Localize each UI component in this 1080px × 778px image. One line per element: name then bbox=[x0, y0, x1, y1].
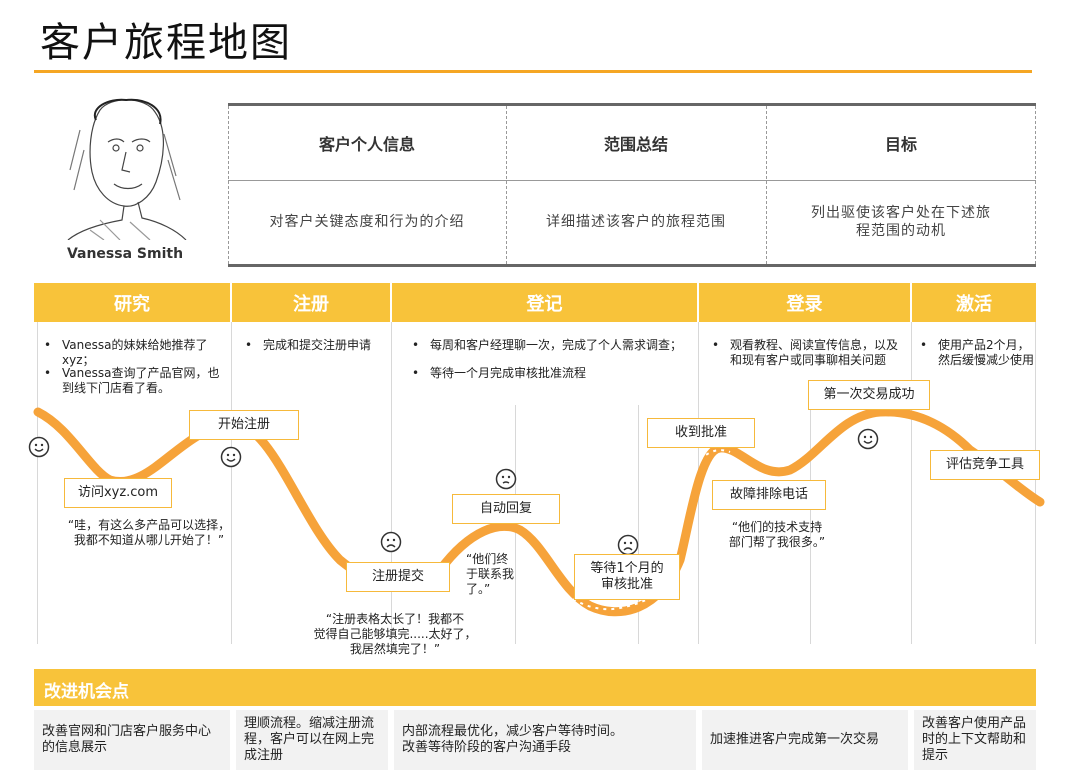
note-login-1: 观看教程、阅读宣传信息，以及 和现有客户或同事聊相关问题 bbox=[712, 338, 910, 368]
note-line: 和现有客户或同事聊相关问题 bbox=[730, 353, 887, 367]
callout-line: 等待1个月的 bbox=[590, 561, 664, 576]
stage-research: 研究 bbox=[34, 283, 230, 322]
column-divider bbox=[228, 106, 229, 264]
note-enroll-1: 每周和客户经理聊一次，完成了个人需求调查； bbox=[412, 338, 695, 353]
quote-line: 于联系我 bbox=[466, 567, 515, 581]
opp-line: 改善官网和门店客户服务中心 bbox=[42, 724, 212, 739]
opportunity-cell: 理顺流程。缩减注册流程，客户可以在网上完成注册 bbox=[236, 710, 388, 770]
quote-line: 觉得自己能够填完.....太好了， bbox=[313, 627, 477, 641]
minor-grid-line bbox=[638, 405, 639, 644]
minor-grid-line bbox=[810, 405, 811, 644]
opp-line: 改善等待阶段的客户沟通手段 bbox=[402, 740, 572, 755]
opportunity-cell: 改善官网和门店客户服务中心的信息展示 bbox=[34, 710, 230, 770]
quote-line: 了。” bbox=[466, 582, 491, 596]
quote-line: “他们的技术支持 bbox=[731, 520, 823, 534]
opp-line: 程，客户可以在网上完 bbox=[244, 732, 375, 747]
info-body-goal-line: 列出驱使该客户处在下述旅 bbox=[811, 205, 991, 221]
happy-face-icon bbox=[857, 428, 879, 450]
opportunity-bar bbox=[34, 669, 1036, 706]
quote-line: “注册表格太长了！我都不 bbox=[325, 612, 465, 626]
touchpoint-wait-approval: 等待1个月的 审核批准 bbox=[574, 554, 680, 600]
note-register-1: 完成和提交注册申请 bbox=[245, 338, 391, 353]
touchpoint-troubleshoot: 故障排除电话 bbox=[712, 480, 826, 510]
quote-enroll: “他们终 于联系我 了。” bbox=[466, 552, 530, 597]
title-underline bbox=[34, 70, 1032, 73]
quote-login: “他们的技术支持 部门帮了我很多。” bbox=[712, 520, 842, 550]
opp-line: 的信息展示 bbox=[42, 740, 108, 755]
info-header-scope: 范围总结 bbox=[603, 135, 668, 154]
quote-line: “哇，有这么多产品可以选择， bbox=[67, 518, 231, 532]
column-divider bbox=[506, 106, 507, 264]
stage-divider bbox=[231, 322, 232, 644]
persona-info-table: 客户个人信息 范围总结 目标 对客户关键态度和行为的介绍 详细描述该客户的旅程范… bbox=[228, 103, 1036, 267]
quote-line: “他们终 bbox=[466, 552, 509, 566]
touchpoint-visit: 访问xyz.com bbox=[64, 478, 172, 508]
stage-activate: 激活 bbox=[912, 283, 1036, 322]
opp-line: 加速推进客户完成第一次交易 bbox=[710, 732, 880, 747]
happy-face-icon bbox=[220, 446, 242, 468]
touchpoint-auto-reply: 自动回复 bbox=[452, 494, 560, 524]
neutral-face-icon bbox=[495, 468, 517, 490]
stage-login: 登录 bbox=[699, 283, 910, 322]
note-enroll-2: 等待一个月完成审核批准流程 bbox=[412, 366, 695, 381]
opp-line: 时的上下文帮助和 bbox=[922, 732, 1027, 747]
note-line: 使用产品2个月， bbox=[938, 338, 1030, 352]
sad-face-icon bbox=[380, 531, 402, 553]
note-line: Vanessa查询了产品官网，也 bbox=[62, 366, 220, 380]
stage-enroll: 登记 bbox=[392, 283, 697, 322]
opportunity-title: 改进机会点 bbox=[44, 682, 129, 702]
touchpoint-evaluate: 评估竞争工具 bbox=[930, 450, 1040, 480]
quote-line: 我居然填完了！” bbox=[349, 642, 441, 656]
touchpoint-submit-register: 注册提交 bbox=[346, 562, 450, 592]
frame-line bbox=[37, 322, 38, 644]
persona-name: Vanessa Smith bbox=[66, 246, 184, 262]
page-title: 客户旅程地图 bbox=[40, 20, 292, 66]
opp-line: 内部流程最优化，减少客户等待时间。 bbox=[402, 724, 624, 739]
note-research-2: Vanessa查询了产品官网，也 到线下门店看了看。 bbox=[44, 366, 232, 396]
note-research-1: Vanessa的妹妹给她推荐了xyz； bbox=[44, 338, 232, 368]
touchpoint-first-trade: 第一次交易成功 bbox=[808, 380, 930, 410]
callout-line: 审核批准 bbox=[600, 577, 653, 592]
info-body-scope: 详细描述该客户的旅程范围 bbox=[546, 214, 726, 230]
note-activate-1: 使用产品2个月， 然后缓慢减少使用 bbox=[920, 338, 1038, 368]
info-header-profile: 客户个人信息 bbox=[318, 135, 415, 154]
stage-divider bbox=[911, 322, 912, 644]
opportunity-cell: 内部流程最优化，减少客户等待时间。改善等待阶段的客户沟通手段 bbox=[394, 710, 696, 770]
opportunity-cell: 改善客户使用产品时的上下文帮助和提示 bbox=[914, 710, 1036, 770]
info-header-goal: 目标 bbox=[884, 135, 917, 154]
opp-line: 提示 bbox=[922, 748, 949, 763]
opportunity-cell: 加速推进客户完成第一次交易 bbox=[702, 710, 908, 770]
sad-face-icon bbox=[617, 534, 639, 556]
quote-line: 部门帮了我很多。” bbox=[728, 535, 826, 549]
opp-line: 成注册 bbox=[244, 748, 284, 763]
note-line: 观看教程、阅读宣传信息，以及 bbox=[730, 338, 899, 352]
info-body-profile: 对客户关键态度和行为的介绍 bbox=[269, 214, 465, 230]
quote-research: “哇，有这么多产品可以选择， 我都不知道从哪儿开始了！” bbox=[54, 518, 244, 548]
quote-register: “注册表格太长了！我都不 觉得自己能够填完.....太好了， 我居然填完了！” bbox=[300, 612, 490, 657]
stage-register: 注册 bbox=[232, 283, 390, 322]
note-line: 到线下门店看了看。 bbox=[62, 381, 171, 395]
info-body-goal-line: 程范围的动机 bbox=[856, 223, 946, 239]
stage-divider bbox=[391, 322, 392, 644]
touchpoint-start-register: 开始注册 bbox=[189, 410, 299, 440]
column-divider bbox=[766, 106, 767, 264]
touchpoint-approved: 收到批准 bbox=[647, 418, 755, 448]
info-body-goal: 列出驱使该客户处在下述旅 程范围的动机 bbox=[766, 182, 1036, 262]
sketch-portrait-icon bbox=[67, 98, 187, 240]
note-line: 然后缓慢减少使用 bbox=[938, 353, 1035, 367]
opp-line: 改善客户使用产品 bbox=[922, 716, 1027, 731]
header-rule bbox=[228, 180, 1036, 181]
opp-line: 理顺流程。缩减注册流 bbox=[244, 716, 375, 731]
happy-face-icon bbox=[28, 436, 50, 458]
column-divider bbox=[1035, 106, 1036, 264]
frame-line bbox=[1035, 322, 1036, 644]
quote-line: 我都不知道从哪儿开始了！” bbox=[73, 533, 225, 547]
